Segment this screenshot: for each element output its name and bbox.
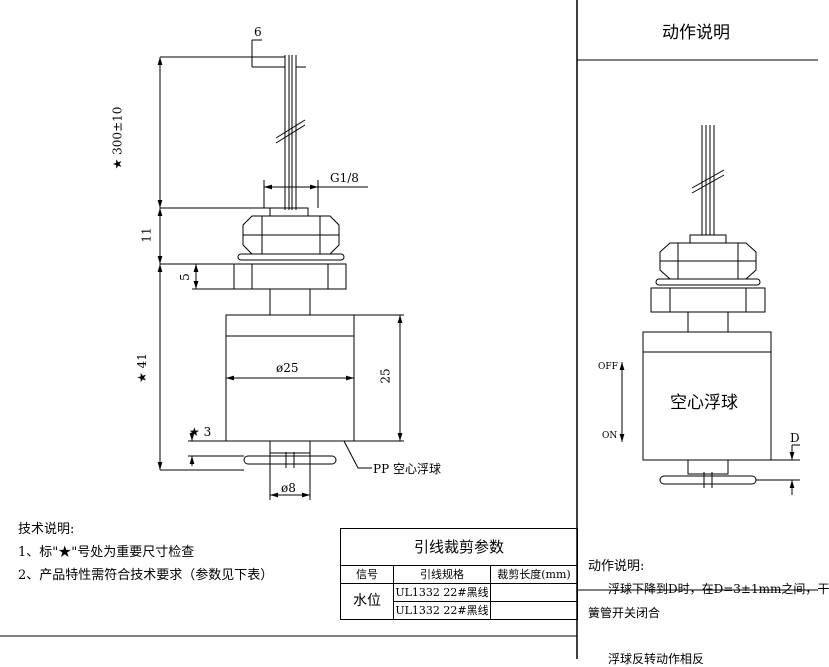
dim-gap: ★ 3 (189, 425, 212, 439)
signal-cell: 水位 (340, 583, 394, 620)
on-label: ON (602, 431, 618, 441)
technical-drawing (0, 0, 818, 659)
float-material-label: PP 空心浮球 (373, 462, 441, 476)
table-header-row: 信号 引线规格 裁剪长度(mm) (340, 565, 578, 584)
spec-cell: UL1332 22#黑线 (393, 583, 491, 602)
dim-flange-height: 5 (177, 273, 192, 281)
lead-cut-table: 引线裁剪参数 信号 引线规格 裁剪长度(mm) 水位 UL1332 22#黑线 … (340, 528, 578, 620)
spec-cell: UL1332 22#黑线 (393, 601, 491, 620)
notes-title: 技术说明: (18, 522, 75, 537)
dim-body-length: ★ 41 (134, 353, 149, 383)
dim-float-height: 25 (378, 368, 393, 384)
table-row: UL1332 22#黑线 (341, 601, 578, 620)
dim-thread: G1/8 (330, 171, 359, 185)
notes-line-2: 2、产品特性需符合技术要求（参数见下表） (18, 568, 274, 583)
d-label: D (790, 431, 800, 445)
length-cell (490, 601, 578, 620)
action-float-label: 空心浮球 (670, 393, 738, 413)
header-length: 裁剪长度(mm) (490, 565, 578, 584)
dim-wire-width: 6 (254, 25, 262, 39)
table-title: 引线裁剪参数 (340, 528, 578, 566)
notes-line-1: 1、标"★"号处为重要尺寸检查 (18, 545, 195, 560)
table-row: 水位 UL1332 22#黑线 (340, 583, 578, 620)
action-desc-line-3: 浮球反转动作相反 (608, 652, 705, 666)
action-desc-line-2: 簧管开关闭合 (588, 606, 661, 620)
dim-nut-height: 11 (139, 227, 154, 243)
dim-cable-length: ★ 300±10 (110, 106, 125, 170)
header-spec: 引线规格 (393, 565, 491, 584)
action-desc-title: 动作说明: (588, 559, 645, 574)
action-desc-line-1: 浮球下降到D时，在D=3±1mm之间，干 (608, 582, 829, 596)
dim-diameter: ø25 (276, 361, 299, 375)
action-panel-title: 动作说明 (662, 23, 730, 43)
header-signal: 信号 (340, 565, 394, 584)
length-cell (490, 583, 578, 602)
dim-stem: ø8 (281, 481, 296, 495)
off-label: OFF (598, 362, 618, 372)
